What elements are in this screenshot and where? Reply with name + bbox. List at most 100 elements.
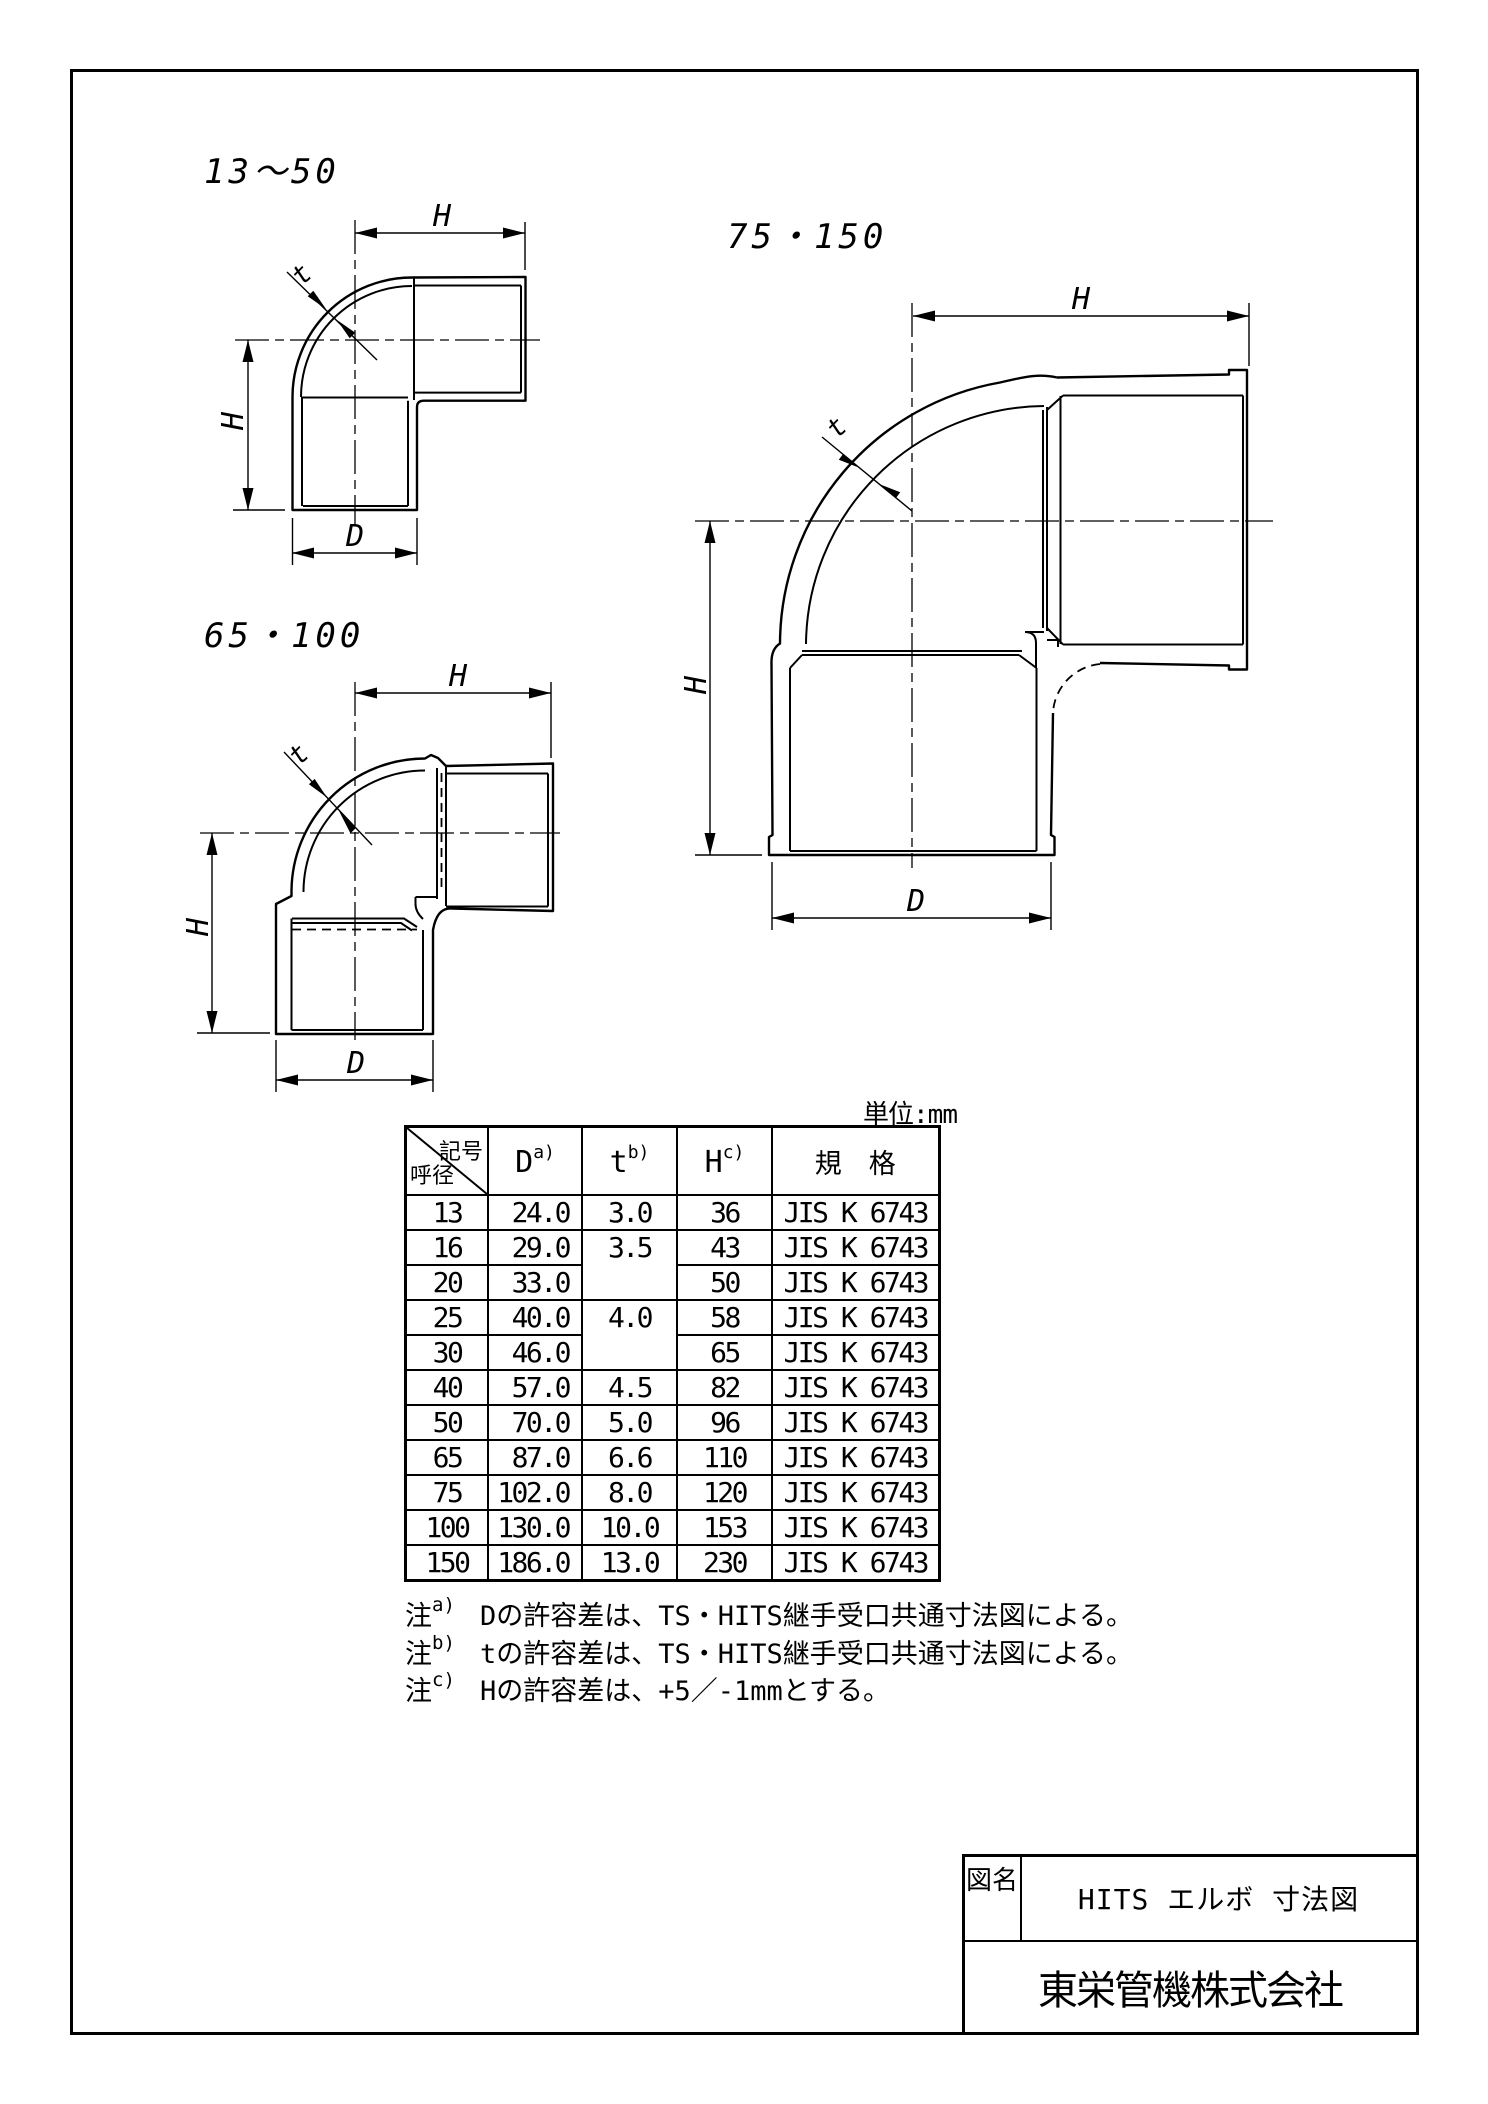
note-a: 注a)Dの許容差は、TS・HITS継手受口共通寸法図による。 <box>405 1594 1133 1632</box>
caption-large: 75・150 <box>727 217 887 257</box>
table-cell: 40 <box>404 1369 489 1406</box>
table-cell: JIS K 6743 <box>771 1369 940 1406</box>
drawing-title: HITS エルボ 寸法図 <box>1077 1883 1360 1916</box>
dim-d-label-small: D <box>345 519 364 554</box>
table-cell: 96 <box>676 1404 773 1441</box>
table-cell: 24.0 <box>487 1194 583 1231</box>
dim-h-top-large <box>913 303 1250 366</box>
caption-small: 13～50 <box>204 152 340 192</box>
table-cell: 16 <box>404 1229 489 1266</box>
table-cell: 29.0 <box>487 1229 583 1266</box>
table-cell: 43 <box>676 1229 773 1266</box>
notes: 注a)Dの許容差は、TS・HITS継手受口共通寸法図による。 注b)tの許容差は… <box>405 1594 1133 1707</box>
drawing-small-elbow: 13～50 H H D t <box>204 152 540 565</box>
table-cell: 3.5 <box>581 1229 678 1301</box>
table-cell: 46.0 <box>487 1334 583 1371</box>
table-cell: 65 <box>676 1334 773 1371</box>
dim-d-label-medium: D <box>346 1046 365 1081</box>
table-cell: 25 <box>404 1299 489 1336</box>
dim-h-left-small <box>233 340 285 511</box>
table-cell: 8.0 <box>581 1474 678 1511</box>
dim-h-top-small <box>355 222 526 270</box>
table-cell: 6.6 <box>581 1439 678 1476</box>
table-cell: 5.0 <box>581 1404 678 1441</box>
centerlines-large <box>695 303 1273 868</box>
note-b: 注b)tの許容差は、TS・HITS継手受口共通寸法図による。 <box>405 1631 1133 1670</box>
dim-h-top-label-small: H <box>432 199 452 234</box>
table-cell: 13 <box>404 1194 489 1231</box>
table-cell: JIS K 6743 <box>771 1509 940 1546</box>
table-cell: JIS K 6743 <box>771 1299 940 1336</box>
dim-d-large <box>771 862 1052 930</box>
table-cell: 120 <box>676 1474 773 1511</box>
table-cell: 230 <box>676 1544 773 1582</box>
header-d: Da) <box>487 1125 583 1196</box>
dim-t-small <box>286 271 378 361</box>
table-cell: 58 <box>676 1299 773 1336</box>
table-cell: 13.0 <box>581 1544 678 1582</box>
dim-d-medium <box>275 1040 434 1092</box>
centerlines-small <box>235 220 540 525</box>
table-cell: JIS K 6743 <box>771 1439 940 1476</box>
drawing-large-elbow: 75・150 H H D t <box>679 217 1273 930</box>
caption-medium: 65・100 <box>204 616 364 656</box>
dim-h-left-label-large: H <box>679 675 714 695</box>
table-cell: 70.0 <box>487 1404 583 1441</box>
dim-t-large <box>821 436 913 512</box>
table-cell: JIS K 6743 <box>771 1474 940 1511</box>
drawing-medium-elbow: 65・100 H H D t <box>181 616 560 1092</box>
title-field-label: 図名 <box>965 1856 1022 1940</box>
table-cell: 4.0 <box>581 1299 678 1371</box>
table-cell: 100 <box>404 1509 489 1546</box>
dim-h-left-label-small: H <box>216 411 251 431</box>
elbow-medium-outline <box>274 753 555 1036</box>
table-cell: JIS K 6743 <box>771 1334 940 1371</box>
table-cell: 150 <box>404 1544 489 1582</box>
table-cell: 50 <box>676 1264 773 1301</box>
dim-d-label-large: D <box>906 884 925 919</box>
table-cell: JIS K 6743 <box>771 1544 940 1582</box>
elbow-small-outline <box>291 275 527 512</box>
title-block: 図名 HITS エルボ 寸法図 東栄管機株式会社 <box>961 1853 1419 2035</box>
corner-header-cell: 記号 呼径 <box>404 1125 489 1196</box>
table-cell: 4.5 <box>581 1369 678 1406</box>
elbow-large-hidden <box>1052 663 1101 713</box>
dim-t-medium <box>283 751 373 846</box>
corner-symbol-label: 記号 <box>438 1140 483 1165</box>
corner-size-label: 呼径 <box>410 1164 455 1189</box>
table-cell: 75 <box>404 1474 489 1511</box>
table-cell: 130.0 <box>487 1509 583 1546</box>
table-cell: 82 <box>676 1369 773 1406</box>
table-cell: 36 <box>676 1194 773 1231</box>
table-cell: 87.0 <box>487 1439 583 1476</box>
table-cell: 20 <box>404 1264 489 1301</box>
dim-h-left-medium <box>197 833 270 1034</box>
border-frame <box>69 68 1419 2035</box>
table-cell: 50 <box>404 1404 489 1441</box>
table-cell: JIS K 6743 <box>771 1229 940 1266</box>
table-cell: 153 <box>676 1509 773 1546</box>
table-cell: 33.0 <box>487 1264 583 1301</box>
centerlines-medium <box>200 682 560 1040</box>
table-cell: JIS K 6743 <box>771 1404 940 1441</box>
table-cell: 186.0 <box>487 1544 583 1582</box>
dim-h-top-label-medium: H <box>448 659 468 694</box>
elbow-large-outline <box>767 368 1249 857</box>
table-cell: 57.0 <box>487 1369 583 1406</box>
table-cell: 110 <box>676 1439 773 1476</box>
table-cell: 30 <box>404 1334 489 1371</box>
